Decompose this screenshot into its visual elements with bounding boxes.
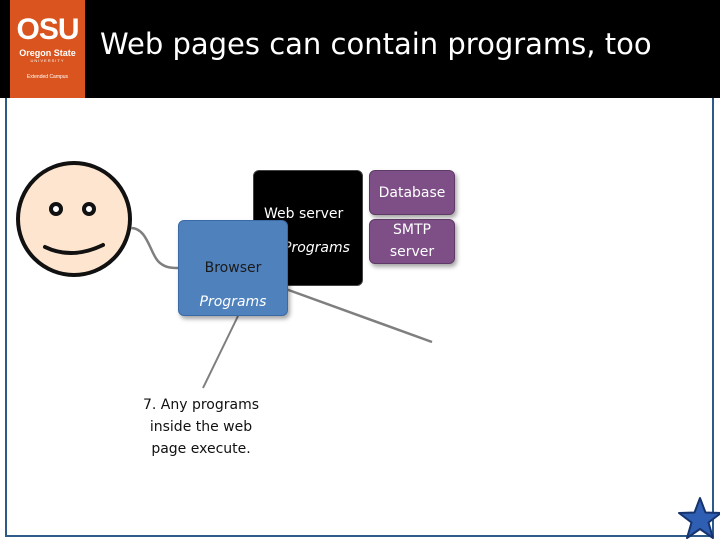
- logo-university-word: UNIVERSITY: [30, 58, 65, 63]
- browser-programs: Programs: [199, 294, 267, 310]
- slide-title: Web pages can contain programs, too: [100, 27, 652, 61]
- face-to-browser-line: [130, 226, 181, 270]
- browser-label: Browser: [204, 260, 262, 276]
- database-box: Database: [369, 170, 455, 215]
- smtp-label-line2: server: [389, 244, 435, 260]
- web-server-label: Web server: [264, 206, 344, 222]
- content-frame: [5, 98, 714, 537]
- logo-university-name: Oregon State: [19, 48, 76, 58]
- logo-campus: Extended Campus: [26, 74, 69, 80]
- osu-logo: OSU Oregon State UNIVERSITY Extended Cam…: [10, 0, 85, 98]
- step-note: 7. Any programs inside the web page exec…: [128, 394, 274, 460]
- smtp-server-box: [369, 219, 455, 264]
- logo-osu-text: OSU: [16, 13, 79, 46]
- step-note-line: inside the web: [149, 419, 253, 435]
- step-note-line: 7. Any programs: [142, 397, 260, 413]
- browser-box: [178, 220, 288, 316]
- server-connector-line: [282, 286, 433, 344]
- smtp-label-line1: SMTP: [393, 222, 431, 238]
- callout-line: [202, 315, 239, 389]
- web-server-programs: Programs: [283, 240, 350, 256]
- star-icon[interactable]: [678, 497, 720, 539]
- slide-header: OSU Oregon State UNIVERSITY Extended Cam…: [0, 0, 720, 98]
- step-note-line: page execute.: [151, 441, 251, 457]
- smiley-face-icon: [16, 161, 132, 277]
